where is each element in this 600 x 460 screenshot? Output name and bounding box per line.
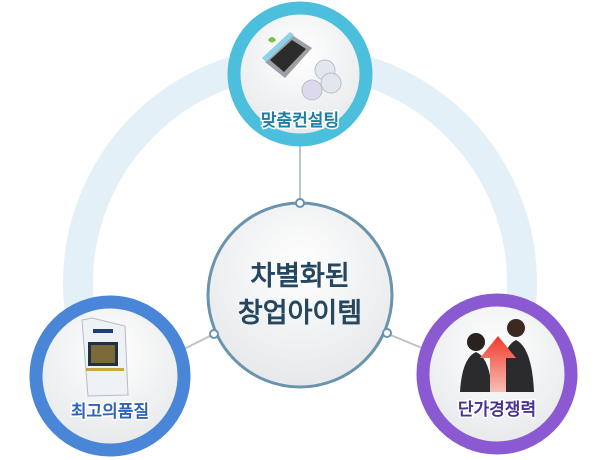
laptop-cd-icon — [262, 32, 342, 101]
center-title-line1: 차별화된 — [250, 261, 349, 292]
kiosk-machine-icon — [81, 317, 129, 397]
business-people-arrow-icon — [460, 319, 534, 392]
center-title-line2: 창업아이템 — [238, 298, 362, 329]
node-label-price: 단가경쟁력 — [458, 400, 536, 420]
node-label-quality: 최고의품질 — [71, 401, 149, 422]
node-quality: 최고의품질 — [29, 295, 191, 457]
node-label-consulting: 맞춤컨설팅 — [261, 111, 339, 131]
node-consulting: 맞춤컨설팅 — [227, 1, 373, 147]
connector-dot — [382, 328, 392, 338]
connector-dot — [295, 198, 305, 208]
connector-dot — [209, 329, 219, 339]
center-node: 차별화된 창업아이템 — [206, 198, 394, 389]
connector-right — [387, 333, 423, 349]
node-price: 단가경쟁력 — [416, 293, 578, 455]
